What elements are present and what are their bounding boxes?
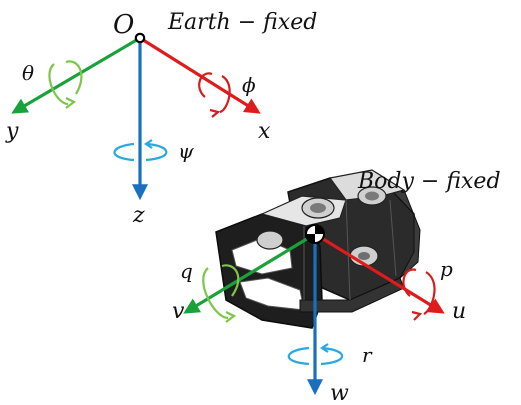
earth-y-label: y — [5, 119, 19, 144]
p-label: p — [440, 257, 453, 281]
body-u-axis — [314, 232, 445, 314]
p-rotation-arrow — [402, 268, 436, 321]
theta-rotation-arrow — [48, 60, 83, 109]
q-rotation-arrow — [202, 264, 240, 323]
phi-label: ϕ — [242, 73, 256, 97]
phi-rotation-arrow — [198, 72, 231, 118]
earth-y-axis — [11, 36, 141, 114]
q-label: q — [180, 259, 193, 283]
earth-x-axis — [139, 36, 261, 114]
body-v-label: v — [172, 299, 185, 324]
earth-frame-title: Earth − fixed — [167, 10, 317, 35]
psi-rotation-arrow — [113, 139, 168, 162]
rov-vehicle-illustration — [215, 169, 421, 329]
r-rotation-arrow — [287, 343, 344, 366]
r-label: r — [362, 343, 373, 367]
body-w-label: w — [330, 381, 349, 405]
theta-label: θ — [22, 61, 34, 85]
earth-frame: O Earth − fixed x y z θ ϕ ψ — [5, 10, 317, 228]
center-of-gravity-marker — [305, 224, 325, 244]
earth-origin-marker — [134, 32, 146, 44]
body-frame-title: Body − fixed — [357, 169, 501, 194]
psi-label: ψ — [178, 139, 194, 163]
body-frame: Body − fixed u v w q p r — [172, 169, 501, 405]
earth-z-label: z — [132, 203, 145, 228]
earth-x-label: x — [258, 119, 271, 144]
earth-origin-label: O — [113, 10, 134, 40]
body-u-label: u — [452, 299, 466, 324]
